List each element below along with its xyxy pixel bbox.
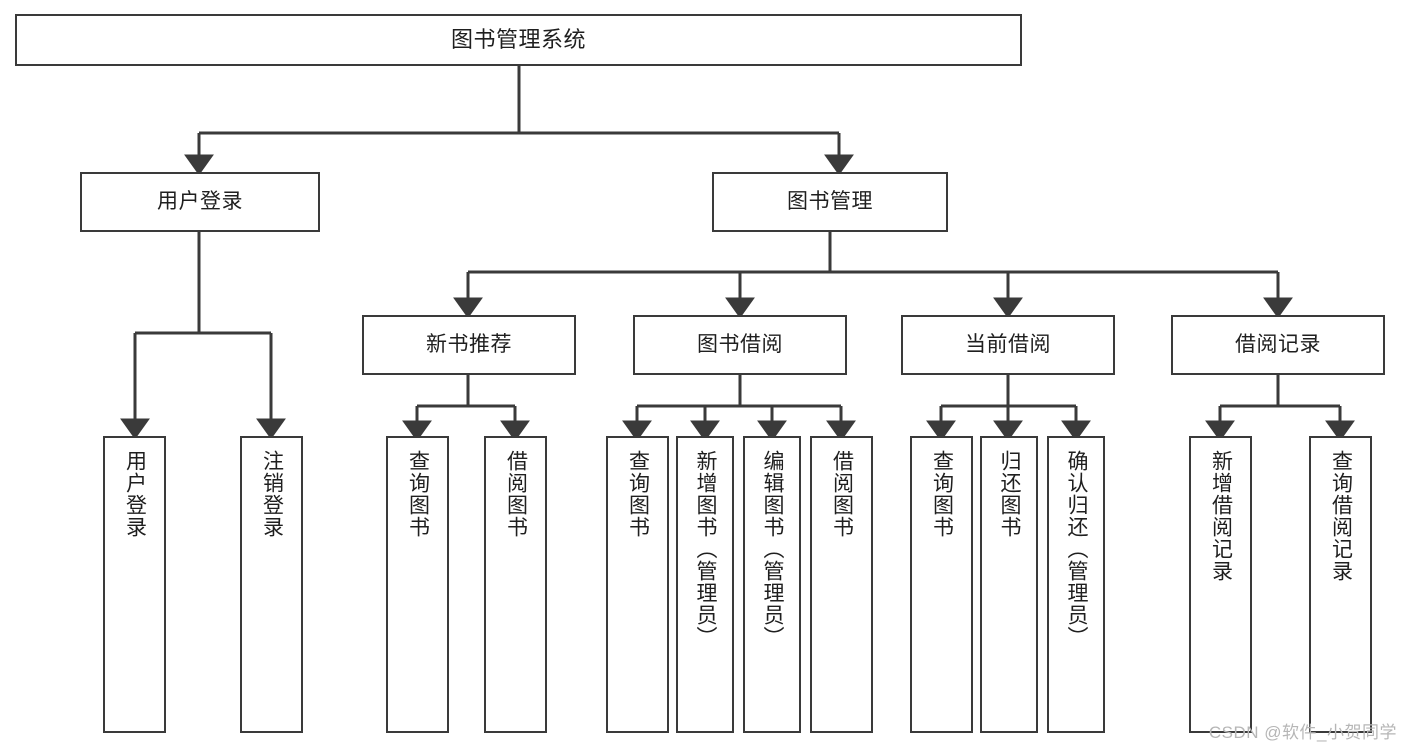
leaf-borrow-book[interactable]: 借阅图书 — [810, 436, 873, 733]
node-new-book-recommend[interactable]: 新书推荐 — [362, 315, 576, 375]
node-current-borrow[interactable]: 当前借阅 — [901, 315, 1115, 375]
node-book-management[interactable]: 图书管理 — [712, 172, 948, 232]
leaf-query-borrow-record[interactable]: 查询借阅记录 — [1309, 436, 1372, 733]
node-label: 图书借阅 — [697, 332, 783, 356]
node-label: 借阅图书 — [830, 450, 854, 538]
leaf-borrow-book-recommend[interactable]: 借阅图书 — [484, 436, 547, 733]
node-label: 确认归还（管理员） — [1065, 450, 1089, 648]
leaf-query-book-recommend[interactable]: 查询图书 — [386, 436, 449, 733]
node-label: 新增借阅记录 — [1209, 450, 1233, 582]
leaf-return-book[interactable]: 归还图书 — [980, 436, 1038, 733]
node-label: 查询图书 — [626, 450, 650, 538]
node-label: 新书推荐 — [426, 332, 512, 356]
node-label: 归还图书 — [998, 450, 1022, 538]
watermark: CSDN @软件_小贺同学 — [1208, 723, 1397, 742]
node-label: 查询图书 — [930, 450, 954, 538]
leaf-query-book-borrow[interactable]: 查询图书 — [606, 436, 669, 733]
node-label: 图书管理 — [787, 189, 873, 213]
node-label: 借阅记录 — [1235, 332, 1321, 356]
leaf-edit-book-admin[interactable]: 编辑图书（管理员） — [743, 436, 801, 733]
node-borrow-records[interactable]: 借阅记录 — [1171, 315, 1385, 375]
node-root[interactable]: 图书管理系统 — [15, 14, 1022, 66]
leaf-logout[interactable]: 注销登录 — [240, 436, 303, 733]
leaf-confirm-return-admin[interactable]: 确认归还（管理员） — [1047, 436, 1105, 733]
node-label: 新增图书（管理员） — [694, 450, 718, 648]
node-label: 图书管理系统 — [450, 27, 586, 53]
node-label: 借阅图书 — [504, 450, 528, 538]
node-label: 注销登录 — [260, 450, 284, 538]
node-label: 用户登录 — [157, 189, 243, 213]
node-label: 查询图书 — [406, 450, 430, 538]
node-book-borrow[interactable]: 图书借阅 — [633, 315, 847, 375]
leaf-add-borrow-record[interactable]: 新增借阅记录 — [1189, 436, 1252, 733]
leaf-user-login[interactable]: 用户登录 — [103, 436, 166, 733]
node-label: 当前借阅 — [965, 332, 1051, 356]
node-user-login[interactable]: 用户登录 — [80, 172, 320, 232]
node-label: 用户登录 — [123, 450, 147, 538]
node-label: 编辑图书（管理员） — [761, 450, 785, 648]
leaf-query-book-current[interactable]: 查询图书 — [910, 436, 973, 733]
leaf-add-book-admin[interactable]: 新增图书（管理员） — [676, 436, 734, 733]
node-label: 查询借阅记录 — [1329, 450, 1353, 582]
